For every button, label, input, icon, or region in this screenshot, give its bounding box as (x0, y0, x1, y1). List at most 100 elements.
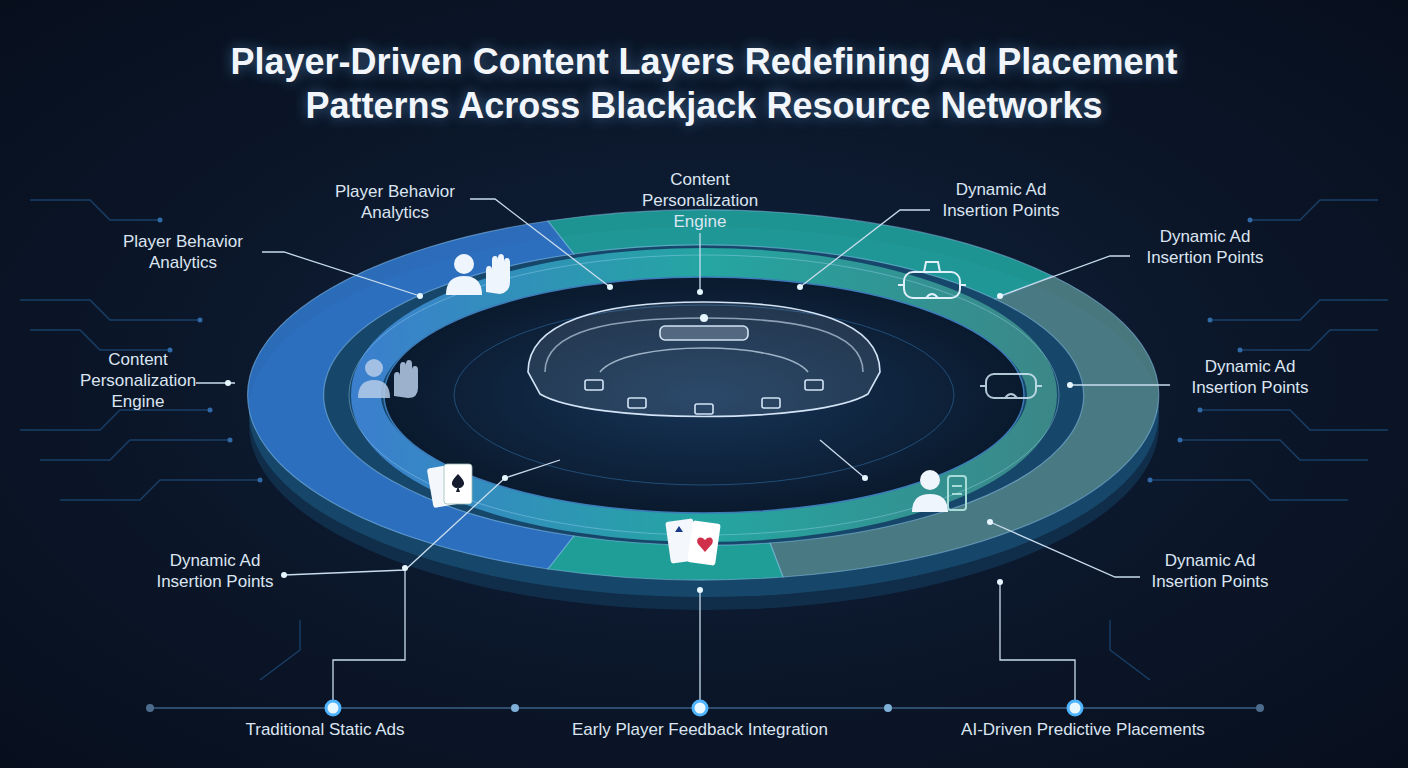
vr-goggles-icon-rect (986, 374, 1036, 398)
playing-cards-icon (427, 464, 472, 508)
circuit-traces-polyline (20, 410, 210, 430)
leader-dots-circle (607, 284, 613, 290)
blackjack-table-path (600, 348, 808, 372)
timeline-circle (884, 704, 892, 712)
blackjack-table-rect (660, 326, 748, 340)
timeline-circle (146, 704, 154, 712)
circuit-traces-polyline (1180, 440, 1368, 460)
circuit-dots-circle (198, 318, 203, 323)
blackjack-table-rect (762, 398, 780, 408)
circuit-dots-circle (1198, 408, 1203, 413)
circuit-traces-polyline (60, 480, 260, 500)
circuit-dots-circle (228, 438, 233, 443)
person-tech-icon-circle (920, 470, 940, 490)
timeline-circle (511, 704, 519, 712)
blackjack-table-rect (628, 398, 646, 408)
timeline-circle (693, 701, 707, 715)
person-hand-icon-path (358, 380, 390, 398)
leader-lines-polyline (800, 210, 930, 287)
person-tech-icon-line (952, 485, 962, 487)
person-tech-icon-rect (948, 476, 966, 510)
playing-cards-icon-path (452, 474, 464, 492)
person-hand-icon-path (394, 360, 418, 398)
callout-label: Dynamic Ad Insertion Points (1180, 356, 1320, 398)
blackjack-table-circle (700, 314, 708, 322)
person-hand-icon-circle (454, 254, 474, 274)
circuit-dots-circle (158, 218, 163, 223)
person-hand-icon (446, 254, 510, 295)
circuit-dots-circle (258, 478, 263, 483)
person-hand-icon-path (486, 254, 510, 294)
leader-lines (196, 199, 1170, 708)
timeline-circle (1256, 704, 1264, 712)
leader-lines-polyline (699, 233, 700, 292)
outer-ring-segments (248, 210, 1159, 580)
person-hand-icon-path (446, 276, 482, 295)
leader-dots-circle (797, 284, 803, 290)
vr-goggles-icon (980, 374, 1042, 398)
vr-goggles-icon (898, 262, 966, 298)
middle-ring-ellipse (349, 255, 1059, 535)
leader-dots-circle (225, 380, 231, 386)
circuit-traces-polyline (260, 620, 300, 680)
leader-dots-circle (502, 475, 508, 481)
circuit-traces-polyline (20, 300, 200, 320)
circuit-traces-polyline (1250, 200, 1378, 220)
leader-lines-polyline (1000, 582, 1075, 708)
timeline-label: Traditional Static Ads (245, 719, 404, 740)
person-hand-icon-circle (365, 359, 383, 377)
blackjack-table-rect (695, 404, 713, 414)
blackjack-table-rect (805, 380, 823, 390)
callout-label: Dynamic Ad Insertion Points (145, 550, 285, 592)
circuit-traces-polyline (1240, 330, 1378, 350)
person-tech-icon-path (912, 494, 948, 512)
timeline-circle (326, 701, 340, 715)
person-hand-icon (358, 359, 418, 398)
vr-goggles-icon-rect (904, 272, 960, 298)
playing-cards-icon-rect (444, 464, 472, 504)
person-tech-icon (912, 470, 966, 512)
circuit-dots-circle (1208, 318, 1213, 323)
outer-ring-segments-path (548, 536, 783, 580)
inner-core (384, 277, 1024, 513)
leader-lines-polyline (333, 568, 405, 708)
vr-goggles-icon-line (1036, 385, 1042, 387)
circuit-dots-circle (1148, 478, 1153, 483)
leader-lines-polyline (820, 440, 865, 478)
playing-cards-icon-rect (687, 520, 721, 565)
circuit-dots-circle (1238, 348, 1243, 353)
vr-goggles-icon-path (926, 294, 938, 298)
circuit-traces-polyline (1150, 480, 1348, 500)
leader-dots-circle (862, 475, 868, 481)
leader-dots-circle (697, 289, 703, 295)
leader-dots-circle (281, 572, 287, 578)
timeline-circle (1068, 701, 1082, 715)
vr-goggles-icon-line (980, 385, 986, 387)
blackjack-table (528, 302, 880, 417)
leader-lines-polyline (1070, 384, 1170, 385)
leader-dots-circle (697, 587, 703, 593)
circuit-traces-polyline (30, 200, 160, 220)
leader-lines-polyline (990, 522, 1140, 577)
leader-dots-circle (997, 293, 1003, 299)
leader-dots-circle (987, 519, 993, 525)
circuit-traces-polyline (40, 440, 230, 460)
callout-label: Dynamic Ad Insertion Points (1135, 226, 1275, 268)
circuit-traces-polyline (30, 330, 170, 350)
diagram-title: Player-Driven Content Layers Redefining … (184, 40, 1224, 128)
circuit-dots-circle (1178, 438, 1183, 443)
playing-cards-icon-path (675, 526, 683, 532)
leader-lines-polyline (1000, 256, 1130, 296)
leader-dots-circle (417, 293, 423, 299)
middle-ring (349, 255, 1059, 535)
inner-core-ellipse (384, 277, 1024, 513)
middle-ring-ellipse (366, 263, 1042, 527)
vr-goggles-icon-path (924, 262, 940, 272)
leader-lines-polyline (262, 252, 420, 296)
callout-label: Player Behavior Analytics (320, 181, 470, 223)
circuit-traces (20, 200, 1388, 680)
circuit-traces-polyline (1210, 300, 1388, 320)
playing-cards-icon-path (697, 537, 713, 552)
blackjack-table-rect (585, 380, 603, 390)
